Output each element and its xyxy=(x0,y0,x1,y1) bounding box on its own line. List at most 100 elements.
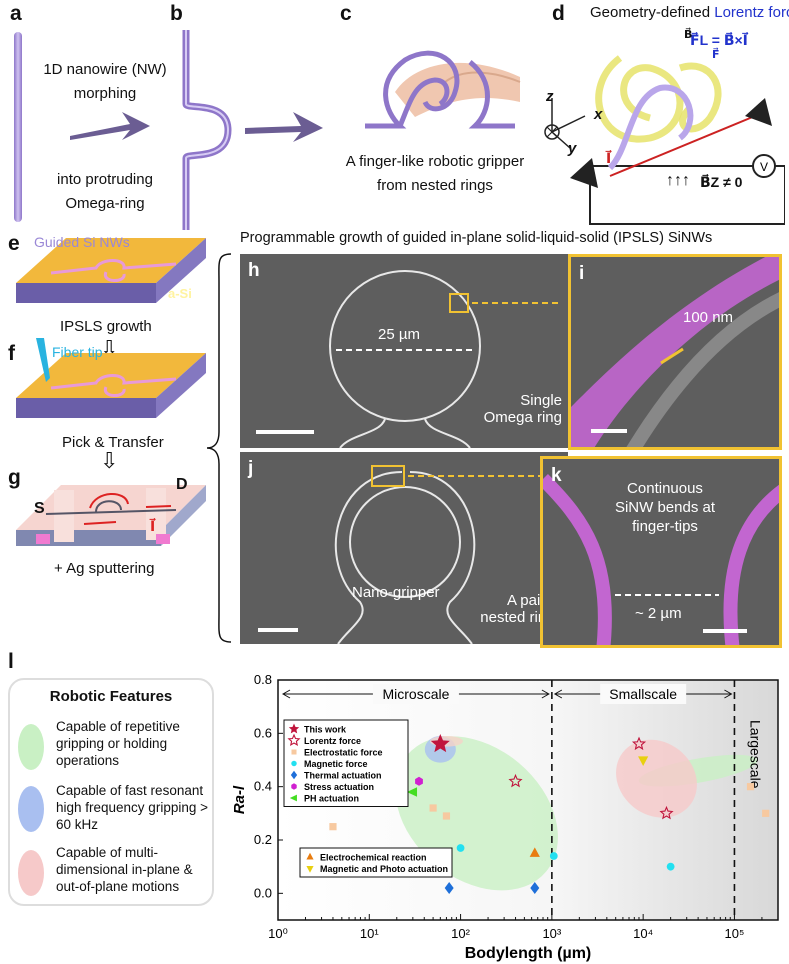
feature-text-blue: Capable of fast resonant high frequency … xyxy=(56,783,208,832)
field-vector-label: B⃗ xyxy=(684,29,693,41)
legend-secondary-marker-1 xyxy=(306,865,314,873)
panel-label-d: d xyxy=(552,2,565,25)
lorentz-force-diagram: V xyxy=(544,55,785,225)
x-axis-label: Bodylength (µm) xyxy=(465,945,592,962)
device-g xyxy=(16,485,206,546)
y-tick-label-1: 0.2 xyxy=(254,832,272,847)
marker-3-1 xyxy=(549,852,558,860)
ipsls-growth-caption: IPSLS growth xyxy=(60,318,152,335)
y-tick-label-0: 0.0 xyxy=(254,885,272,900)
feature-text-red: Capable of multi-dimensional in-plane & … xyxy=(56,845,193,894)
panel-label-c: c xyxy=(340,2,352,25)
marker-1-0 xyxy=(508,773,523,788)
scale-bar-i xyxy=(591,429,627,433)
legend-main-marker-0 xyxy=(288,723,300,734)
guided-nw-label: Guided Si NWs xyxy=(34,234,130,250)
legend-main-label-3: Magnetic force xyxy=(304,759,368,769)
field-arrows: ↑↑↑ xyxy=(666,172,690,189)
down-arrow-2-icon: ⇩ xyxy=(100,448,119,473)
x-tick-label-2: 10² xyxy=(451,926,470,941)
legend-main-box xyxy=(283,719,409,807)
marker-1-2 xyxy=(659,805,674,820)
omega-ring-icon xyxy=(182,30,232,230)
y-tick-label-3: 0.6 xyxy=(254,725,272,740)
ipsls-substrate-e xyxy=(16,238,206,303)
region-arrow-left-0 xyxy=(281,689,291,699)
legend-main-label-2: Electrostatic force xyxy=(304,748,383,758)
panel-label-h: h xyxy=(248,260,260,281)
panel-label-j: j xyxy=(248,458,254,479)
axis-y-label: y xyxy=(568,140,577,157)
x-tick-label-3: 10³ xyxy=(542,926,561,941)
region-arrow-right-1 xyxy=(724,689,733,699)
region-label-0: Microscale xyxy=(382,686,449,702)
pick-transfer-caption: Pick & Transfer xyxy=(62,434,164,451)
straight-nanowire xyxy=(14,32,22,222)
region-label-bg-0 xyxy=(372,684,459,704)
drain-label: D xyxy=(176,476,188,493)
panel-label-f: f xyxy=(8,342,15,365)
marker-8-0 xyxy=(638,756,649,766)
feature-swatch-blue xyxy=(18,786,44,832)
legend-main-label-5: Stress actuation xyxy=(304,782,374,792)
nano-gripper-label: Nano-gripper xyxy=(352,584,440,601)
voltmeter-icon: V xyxy=(760,160,768,174)
panel-label-e: e xyxy=(8,232,20,255)
legend-main-marker-3 xyxy=(291,760,297,767)
panel-label-k: k xyxy=(551,465,562,486)
panel-label-i: i xyxy=(579,263,585,284)
asi-label: a-Si xyxy=(168,286,192,301)
ipsls-substrate-f xyxy=(16,338,206,418)
dim-2um: ~ 2 µm xyxy=(635,605,682,622)
current-label-g: I⃗ xyxy=(150,518,156,534)
axis-x-label: x xyxy=(594,106,603,123)
y-tick-label-4: 0.8 xyxy=(254,672,272,687)
hand-gripper-illustration xyxy=(365,50,521,129)
lorentz-formula: F⃗L = B⃗×I⃗ xyxy=(690,32,748,48)
legend-main-label-0: This work xyxy=(304,725,347,735)
marker-6-0 xyxy=(406,787,418,797)
panel-label-l: l xyxy=(8,650,14,673)
legend-main-marker-2 xyxy=(291,749,297,755)
marker-7-0 xyxy=(529,847,540,857)
feature-swatch-green xyxy=(18,724,44,770)
legend-secondary-label-1: Magnetic and Photo actuation xyxy=(320,864,448,874)
scale-bar-j xyxy=(258,628,298,632)
legend-main-marker-4 xyxy=(290,770,298,780)
marker-4-1 xyxy=(530,882,540,894)
legend-main-label-1: Lorentz force xyxy=(304,736,361,746)
x-tick-label-1: 10¹ xyxy=(360,926,379,941)
arrow-a-to-b-icon xyxy=(70,112,150,140)
legend-secondary-label-0: Electrochemical reaction xyxy=(320,853,427,863)
panel-label-g: g xyxy=(8,466,21,489)
marker-0-0 xyxy=(430,734,450,753)
source-label: S xyxy=(34,500,45,517)
marker-3-0 xyxy=(456,844,465,852)
feature-region-4 xyxy=(616,739,697,818)
region-label-1: Smallscale xyxy=(609,686,677,702)
plot-frame xyxy=(277,679,779,921)
force-vector-label: F⃗ xyxy=(712,49,720,61)
brace-icon xyxy=(206,253,232,643)
marker-4-0 xyxy=(444,882,454,894)
legend-secondary-box xyxy=(299,847,453,878)
marker-2-3 xyxy=(746,783,755,791)
y-tick-label-2: 0.4 xyxy=(254,779,272,794)
robotic-features-title: Robotic Features xyxy=(49,688,173,705)
sem-panel-i: i 100 nm xyxy=(568,254,782,450)
legend-main-label-4: Thermal actuation xyxy=(304,771,382,781)
scale-bar-k xyxy=(703,629,747,633)
robotic-features-box: Robotic Features Capable of repetitive g… xyxy=(8,678,214,906)
arrow-b-to-c-icon xyxy=(245,112,323,142)
legend-main-label-6: PH actuation xyxy=(304,794,359,804)
legend-main-marker-1 xyxy=(287,733,301,747)
panel-a-text-top: 1D nanowire (NW)morphing xyxy=(43,61,167,102)
marker-5-0 xyxy=(415,776,423,786)
